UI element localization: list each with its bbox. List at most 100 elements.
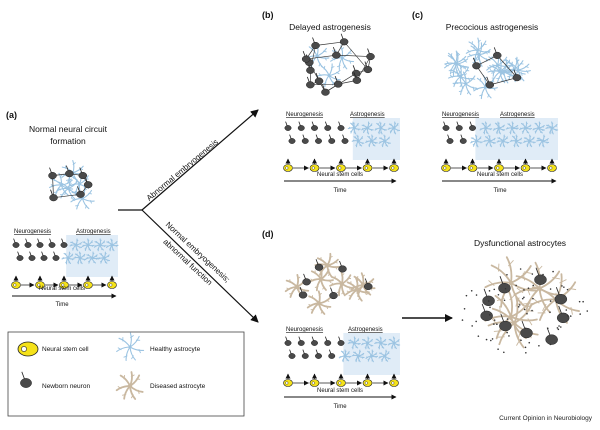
legend-diseased-astrocyte-label: Diseased astrocyte xyxy=(150,383,206,390)
debris-dot xyxy=(549,300,552,302)
neuron xyxy=(301,349,309,359)
neuron xyxy=(28,251,36,261)
panel-d-letter: (d) xyxy=(262,229,274,239)
neuron xyxy=(311,37,320,50)
panel-c-neurogenesis-label: Neurogenesis xyxy=(442,112,479,118)
astrocyte xyxy=(387,121,401,135)
neuron xyxy=(332,47,341,59)
neuron xyxy=(65,165,74,178)
astrocyte xyxy=(486,52,511,77)
neuron xyxy=(329,287,338,300)
astrocyte xyxy=(97,251,110,264)
debris-dot xyxy=(470,289,473,292)
neuron xyxy=(48,238,56,248)
debris-dot xyxy=(497,348,499,350)
debris-dot xyxy=(489,306,491,309)
panel-d-time-label: Time xyxy=(333,404,347,410)
debris-dot xyxy=(559,326,562,328)
panel-b-stem-cells-label: Neural stem cells xyxy=(317,172,363,178)
neuron xyxy=(83,176,93,189)
debris-dot xyxy=(558,325,560,327)
astrocyte xyxy=(365,349,379,363)
astrocyte xyxy=(351,134,365,148)
neuron xyxy=(302,273,311,286)
debris-dot xyxy=(503,351,505,354)
debris-dot xyxy=(542,273,544,276)
astrocyte xyxy=(347,121,361,135)
neuron xyxy=(512,69,522,82)
debris-dot xyxy=(524,327,527,330)
panel-c-astrogenesis-label: Astrogenesis xyxy=(500,112,535,118)
debris-dot xyxy=(493,323,495,325)
panel-d-astrogenesis-label: Astrogenesis xyxy=(348,327,383,333)
panel-a-title-line2: formation xyxy=(50,136,86,146)
neuron xyxy=(49,189,58,202)
neural-stem-cell xyxy=(336,164,346,172)
panel-b: (b) Delayed astrogenesis Neurogenesis As… xyxy=(262,10,401,194)
debris-dot xyxy=(532,297,534,300)
neuron xyxy=(480,303,493,322)
neuron xyxy=(339,33,349,46)
neural-stem-cell xyxy=(467,164,478,172)
neuron xyxy=(556,305,570,324)
panel-c-lineage xyxy=(441,118,559,172)
debris-dot xyxy=(563,286,565,288)
neuron xyxy=(554,287,568,305)
neuron xyxy=(324,336,332,346)
astrocyte xyxy=(519,121,533,134)
dysfunctional-circuit xyxy=(461,256,589,354)
neuron xyxy=(297,336,305,346)
legend-stem-cell-icon xyxy=(17,341,39,357)
debris-dot xyxy=(475,294,478,296)
astrocyte xyxy=(378,134,391,148)
debris-dot xyxy=(463,307,466,310)
debris-dot xyxy=(508,335,510,337)
neuron xyxy=(338,260,347,273)
neuron xyxy=(36,238,44,248)
neuron xyxy=(52,251,60,261)
astrocyte xyxy=(470,134,483,148)
astrocyte xyxy=(374,121,387,135)
neuron xyxy=(534,267,547,285)
debris-dot xyxy=(518,304,521,306)
debris-dot xyxy=(566,314,569,317)
astrocyte xyxy=(81,238,95,251)
debris-dot xyxy=(582,300,584,303)
neural-stem-cell xyxy=(362,164,373,172)
debris-dot xyxy=(504,287,507,290)
astrocyte xyxy=(73,251,87,265)
panel-a-circuit xyxy=(48,160,95,210)
neural-stem-cell xyxy=(59,281,69,289)
neuron xyxy=(306,76,315,89)
debris-dot xyxy=(487,300,490,302)
astrocyte xyxy=(93,238,107,252)
debris-dot xyxy=(506,318,509,320)
neuron xyxy=(315,349,322,359)
panel-c: (c) Precocious astrogenesis Neurogenesis… xyxy=(412,10,559,194)
legend-box xyxy=(7,331,245,417)
neuron xyxy=(351,65,361,77)
debris-dot xyxy=(493,288,496,291)
astrocyte xyxy=(453,71,478,96)
debris-dot xyxy=(489,339,492,342)
legend-newborn-neuron-icon xyxy=(20,371,32,388)
panel-a-stem-cells-label: Neural stem cells xyxy=(39,286,85,292)
panel-d-neurogenesis-label: Neurogenesis xyxy=(286,327,323,333)
neural-stem-cell xyxy=(309,379,320,387)
astrocyte xyxy=(536,134,550,148)
neuron xyxy=(12,238,20,248)
astrocyte xyxy=(387,336,401,350)
debris-dot xyxy=(461,319,464,321)
neuron xyxy=(40,251,48,261)
panel-c-time-label: Time xyxy=(493,188,507,194)
astrocyte xyxy=(85,251,99,264)
neural-stem-cell xyxy=(35,281,45,289)
debris-dot xyxy=(569,315,572,317)
debris-dot xyxy=(549,343,552,346)
debris-dot xyxy=(565,309,568,311)
neuron xyxy=(520,320,533,339)
panel-d: (d) Neurogenesis Astrogenesis Neural ste… xyxy=(262,229,401,410)
debris-dot xyxy=(523,289,525,291)
astrocyte xyxy=(338,349,352,363)
neuron xyxy=(328,349,336,359)
